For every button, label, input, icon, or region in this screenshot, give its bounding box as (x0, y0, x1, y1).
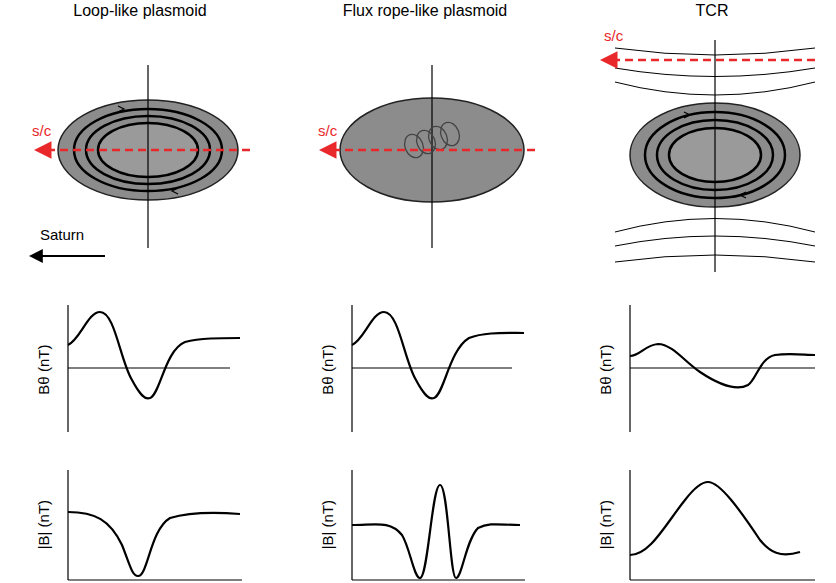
plots (68, 305, 815, 580)
flux-rope-plasmoid (333, 65, 535, 248)
spacecraft-label: s/c (604, 27, 623, 44)
spacecraft-label: s/c (318, 122, 337, 139)
spacecraft-label: s/c (32, 122, 51, 139)
axis-label: Bθ (nT) (319, 345, 336, 395)
panel-title: Flux rope-like plasmoid (343, 2, 508, 20)
axis-label: |B| (nT) (35, 500, 52, 549)
tcr (614, 40, 815, 272)
axis-label: Bθ (nT) (35, 345, 52, 395)
axis-label: Bθ (nT) (597, 345, 614, 395)
axis-label: |B| (nT) (597, 500, 614, 549)
panel-title: TCR (696, 2, 729, 20)
axis-label: |B| (nT) (319, 500, 336, 549)
loop-plasmoid (40, 65, 250, 256)
panel-title: Loop-like plasmoid (73, 2, 206, 20)
direction-label: Saturn (40, 226, 84, 243)
